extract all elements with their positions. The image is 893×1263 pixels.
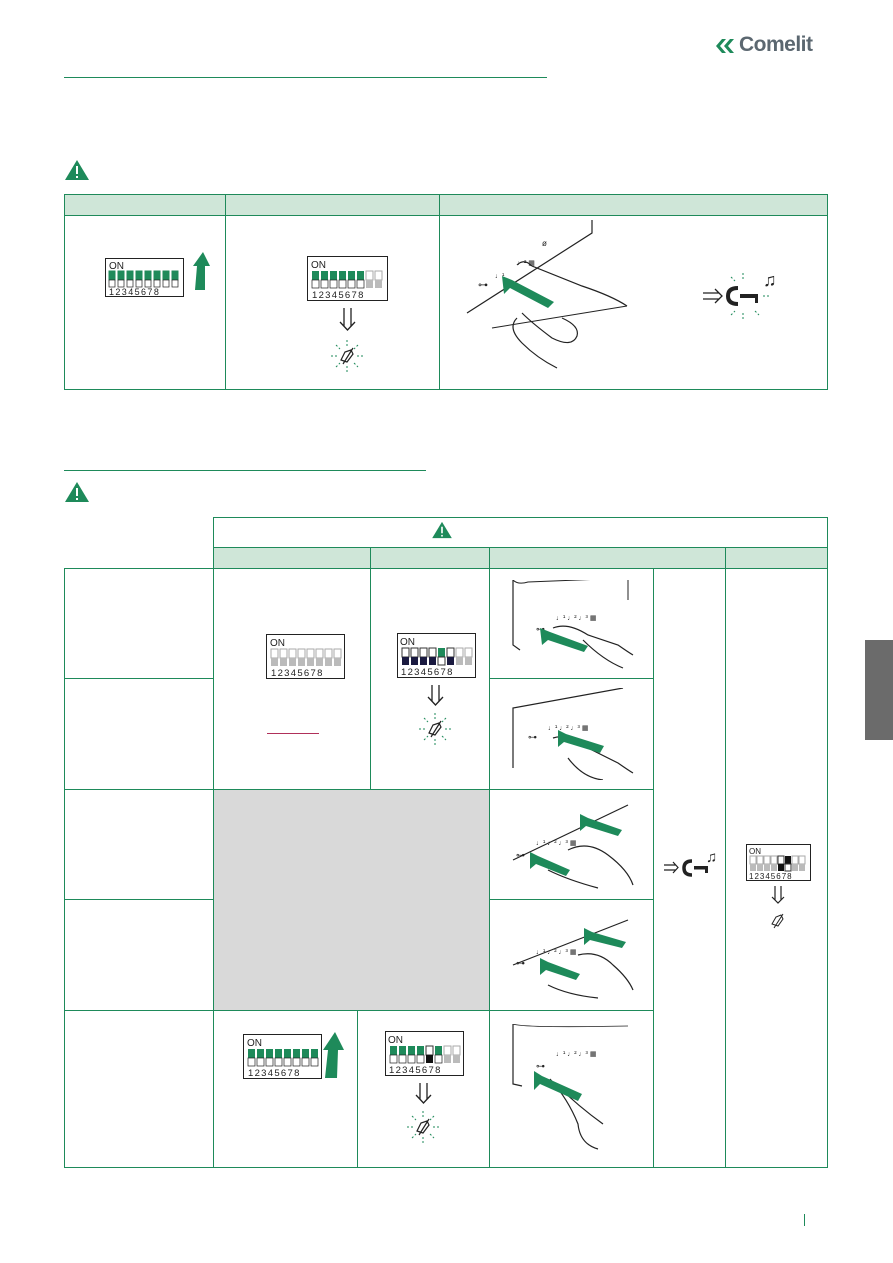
table-2-row-line bbox=[489, 678, 653, 679]
table-2-divider bbox=[725, 568, 726, 1167]
svg-text:12345678: 12345678 bbox=[749, 872, 793, 881]
svg-text:ON: ON bbox=[311, 260, 326, 271]
link-underline bbox=[267, 733, 319, 734]
svg-text:ON: ON bbox=[388, 1035, 403, 1046]
svg-text:♩¹ ♩² ♩³ ▦: ♩¹ ♩² ♩³ ▦ bbox=[548, 725, 588, 732]
table-1-header bbox=[65, 195, 827, 216]
warning-triangle-icon bbox=[65, 160, 89, 180]
key-music-icon: ♫ bbox=[664, 849, 717, 877]
table-2-row-line bbox=[64, 789, 653, 790]
table-2-divider bbox=[213, 568, 214, 1167]
svg-text:12345678: 12345678 bbox=[312, 290, 365, 301]
svg-text:⊶: ⊶ bbox=[516, 850, 525, 860]
dip-switch-all-on: ON 12345678 bbox=[243, 1032, 344, 1079]
section-1-rule bbox=[64, 77, 547, 78]
svg-text:12345678: 12345678 bbox=[389, 1065, 442, 1076]
svg-text:ø: ø bbox=[542, 239, 547, 248]
table-2-top-header bbox=[213, 517, 828, 548]
table-2-divider bbox=[489, 568, 490, 1167]
finger-press-icon: ⊶ ♩¹ ♩² ▦ ø bbox=[466, 220, 628, 369]
dip-switch-six-on: ON 12345678 bbox=[307, 256, 388, 372]
table-2-row-line bbox=[64, 678, 213, 679]
svg-text:♫: ♫ bbox=[706, 849, 717, 866]
dip-switch-final: ON 12345678 bbox=[746, 844, 811, 929]
finger-press-icon: ⊶ ♩¹ ♩² ♩³ ▦ bbox=[512, 580, 634, 669]
brand-logo: Comelit bbox=[716, 33, 832, 58]
svg-text:♩¹ ♩² ♩³ ▦: ♩¹ ♩² ♩³ ▦ bbox=[556, 615, 596, 622]
page-number-separator bbox=[804, 1214, 805, 1226]
table-1-divider bbox=[439, 195, 440, 389]
finger-press-icon: ⊶ ♩¹ ♩² ♩³ ▦ bbox=[512, 919, 634, 999]
key-music-icon: ♫ bbox=[703, 270, 777, 319]
table-2 bbox=[64, 568, 828, 1168]
dip-switch-mixed: ON 12345678 bbox=[397, 633, 476, 745]
brand-name: Comelit bbox=[739, 33, 813, 56]
warning-triangle-icon bbox=[65, 482, 89, 502]
table-2-divider bbox=[357, 1010, 358, 1167]
svg-text:12345678: 12345678 bbox=[109, 287, 160, 297]
svg-text:♩¹ ♩² ♩³ ▦: ♩¹ ♩² ♩³ ▦ bbox=[536, 840, 576, 847]
dip-switch-all-off: ON 12345678 bbox=[266, 634, 345, 679]
grey-empty-area bbox=[214, 790, 489, 1010]
table-1 bbox=[64, 194, 828, 390]
table-2-header bbox=[213, 547, 828, 569]
svg-text:ON: ON bbox=[400, 637, 415, 648]
svg-text:♩² ▦: ♩² ▦ bbox=[517, 260, 535, 267]
table-1-divider bbox=[225, 195, 226, 389]
section-2-rule bbox=[64, 470, 426, 471]
svg-text:♫: ♫ bbox=[763, 270, 777, 290]
table-2-divider bbox=[653, 568, 654, 1167]
svg-text:♩¹ ♩² ♩³ ▦: ♩¹ ♩² ♩³ ▦ bbox=[556, 1051, 596, 1058]
warning-triangle-icon bbox=[432, 521, 452, 539]
finger-press-icon: ⊶ ♩¹ ♩² ♩³ ▦ bbox=[512, 688, 634, 780]
svg-text:♩¹ ♩² ♩³ ▦: ♩¹ ♩² ♩³ ▦ bbox=[536, 949, 576, 956]
table-2-divider bbox=[725, 547, 726, 569]
svg-text:12345678: 12345678 bbox=[248, 1068, 301, 1079]
svg-text:ON: ON bbox=[109, 261, 124, 272]
svg-text:♩¹: ♩¹ bbox=[495, 273, 505, 280]
svg-text:⊶: ⊶ bbox=[528, 732, 537, 742]
finger-press-icon: ⊶ ♩¹ ♩² ♩³ ▦ bbox=[512, 1024, 629, 1150]
finger-press-icon: ⊶ ♩¹ ♩² ♩³ ▦ bbox=[512, 804, 634, 889]
chapter-side-tab bbox=[865, 640, 893, 740]
svg-text:⊶: ⊶ bbox=[516, 958, 525, 968]
table-2-divider bbox=[489, 547, 490, 569]
table-2-divider bbox=[370, 568, 371, 790]
table-2-row-line bbox=[64, 1010, 653, 1011]
dip-switch-all-on: ON 12345678 bbox=[105, 252, 210, 297]
table-2-divider bbox=[370, 547, 371, 569]
dip-switch-five-on: ON 12345678 bbox=[385, 1031, 464, 1143]
svg-text:12345678: 12345678 bbox=[271, 668, 324, 679]
svg-text:⊶: ⊶ bbox=[478, 280, 488, 291]
svg-text:12345678: 12345678 bbox=[401, 667, 454, 678]
table-2-row-line bbox=[489, 899, 653, 900]
comelit-logo-icon bbox=[716, 39, 734, 53]
svg-text:ON: ON bbox=[749, 847, 761, 856]
svg-text:ON: ON bbox=[247, 1038, 262, 1049]
table-2-row-line bbox=[64, 899, 213, 900]
svg-text:ON: ON bbox=[270, 638, 285, 649]
svg-text:⊶: ⊶ bbox=[536, 1061, 545, 1071]
